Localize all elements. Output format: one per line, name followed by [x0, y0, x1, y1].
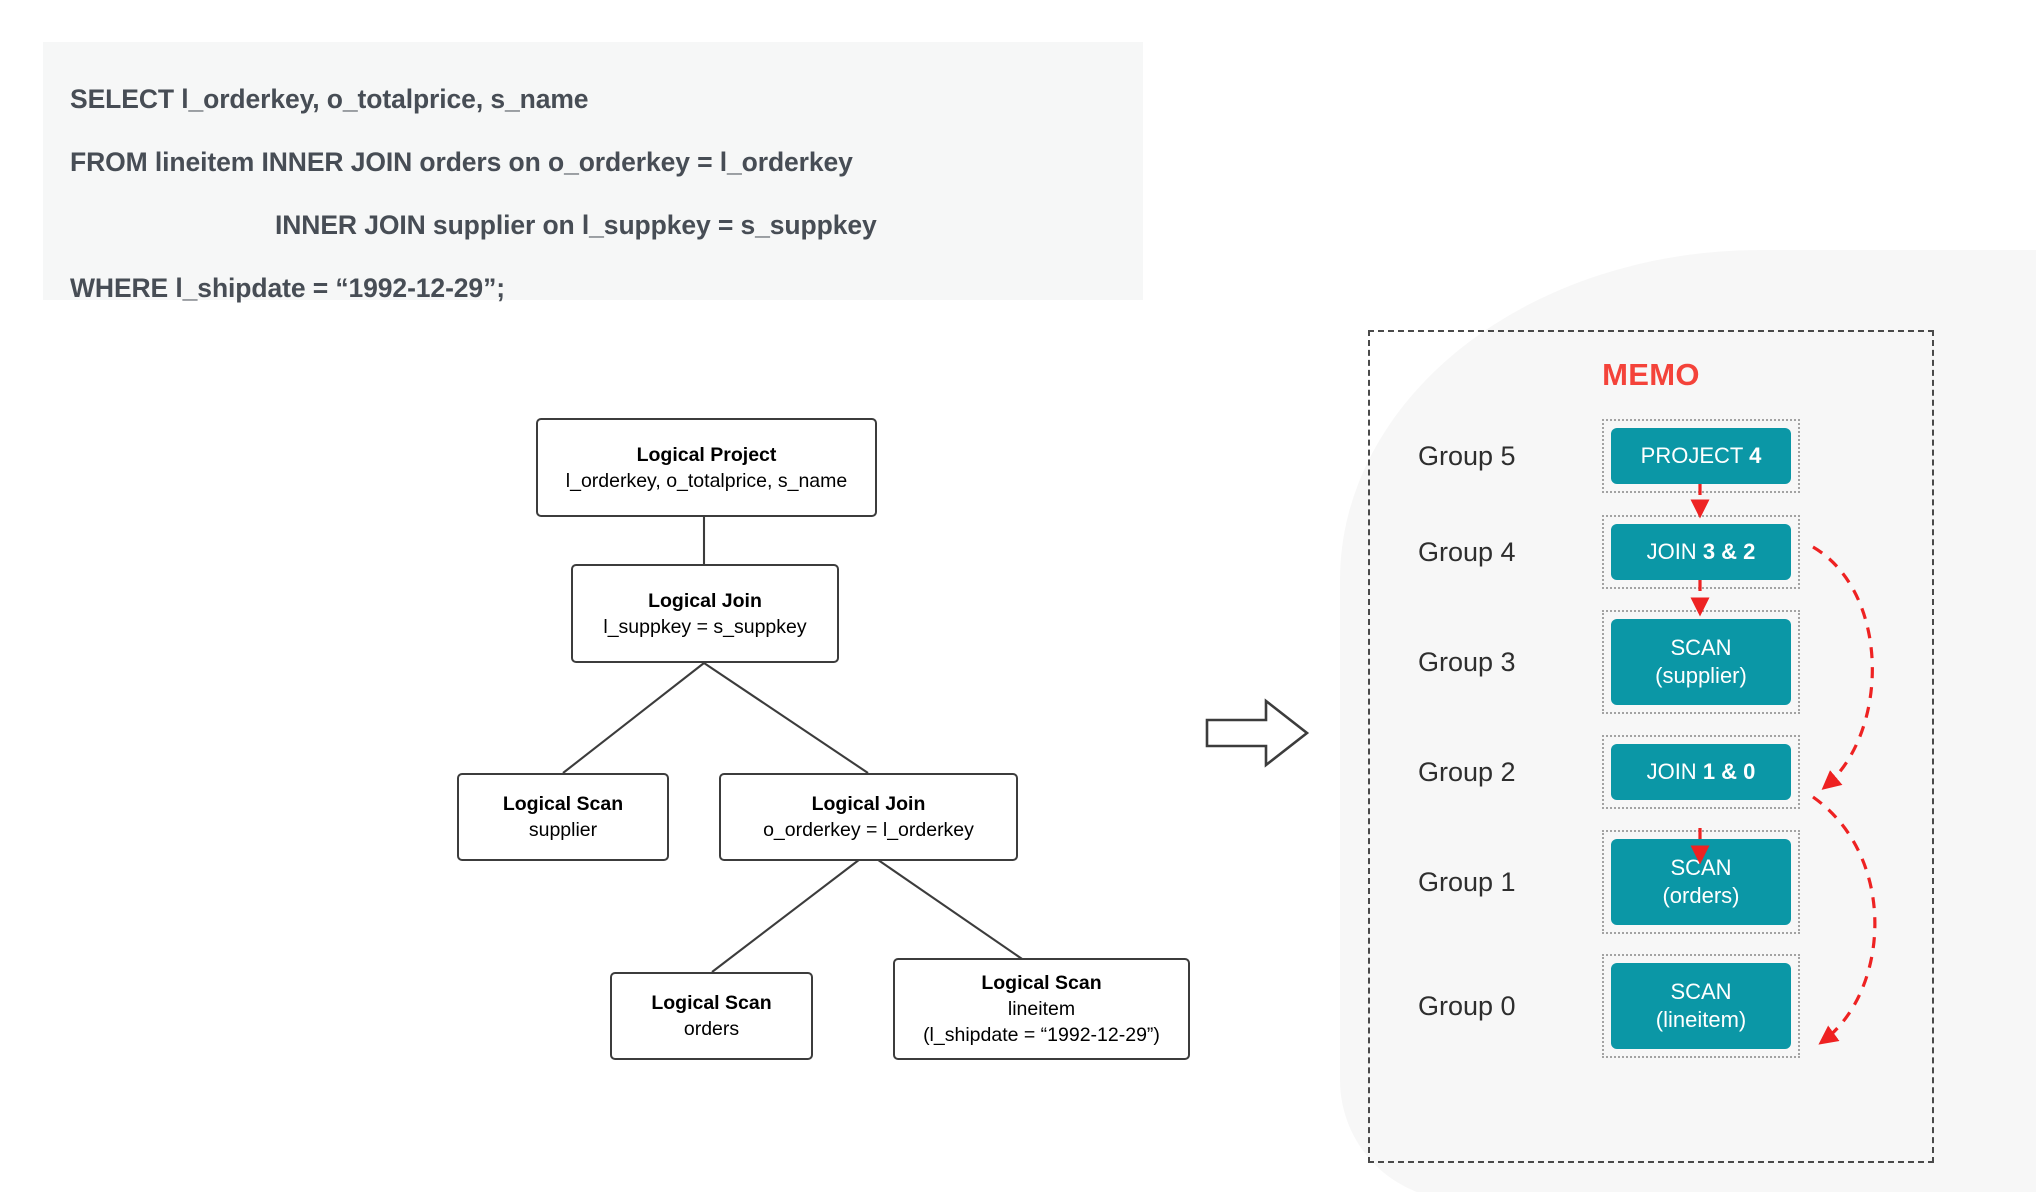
tree-node-logical-join-suppkey[interactable]: Logical Join l_suppkey = s_suppkey	[571, 564, 839, 663]
tree-node-logical-scan-lineitem[interactable]: Logical Scan lineitem (l_shipdate = “199…	[893, 958, 1190, 1060]
memo-slot[interactable]: SCAN (lineitem)	[1602, 954, 1800, 1058]
memo-expression-join-1-0[interactable]: JOIN 1 & 0	[1611, 744, 1791, 800]
memo-row-group-3: Group 3 SCAN (supplier)	[1370, 600, 1932, 724]
node-subtitle: l_suppkey = s_suppkey	[603, 615, 807, 638]
group-label: Group 5	[1418, 440, 1516, 471]
node-title: Logical Project	[636, 443, 777, 466]
rightwards-block-arrow-icon	[1205, 698, 1310, 768]
expr-detail: (lineitem)	[1655, 1007, 1747, 1032]
memo-slot[interactable]: SCAN (supplier)	[1602, 610, 1800, 714]
group-label: Group 1	[1418, 866, 1516, 897]
node-title: Logical Join	[648, 589, 762, 612]
tree-node-logical-scan-orders[interactable]: Logical Scan orders	[610, 972, 813, 1060]
expr-detail: (orders)	[1662, 883, 1740, 908]
sql-line-select: SELECT l_orderkey, o_totalprice, s_name	[70, 84, 589, 114]
memo-group-list: Group 5 PROJECT 4 Group 4 JOIN 3 & 2	[1370, 408, 1932, 1068]
sql-line-from: FROM lineitem INNER JOIN orders on o_ord…	[70, 147, 853, 177]
memo-expression-project[interactable]: PROJECT 4	[1611, 428, 1791, 484]
memo-row-group-5: Group 5 PROJECT 4	[1370, 408, 1932, 504]
node-subtitle: o_orderkey = l_orderkey	[763, 819, 974, 841]
expr-args: 4	[1749, 443, 1762, 468]
expr-op: JOIN	[1646, 759, 1697, 784]
tree-node-logical-join-orderkey[interactable]: Logical Join o_orderkey = l_orderkey	[719, 773, 1018, 861]
memo-expression-join-3-2[interactable]: JOIN 3 & 2	[1611, 524, 1791, 580]
tree-node-logical-scan-supplier[interactable]: Logical Scan supplier	[457, 773, 669, 861]
memo-row-group-1: Group 1 SCAN (orders)	[1370, 820, 1932, 944]
node-subtitle-predicate: (l_shipdate = “1992-12-29”)	[923, 1024, 1160, 1046]
memo-row-group-2: Group 2 JOIN 1 & 0	[1370, 724, 1932, 820]
memo-slot[interactable]: PROJECT 4	[1602, 419, 1800, 493]
memo-panel: MEMO Group 5 PROJECT 4 Group 4 JOIN 3 & …	[1368, 330, 1934, 1163]
expr-op: SCAN	[1670, 979, 1732, 1004]
group-label: Group 4	[1418, 536, 1516, 567]
memo-title: MEMO	[1602, 357, 1700, 392]
expr-op: JOIN	[1646, 539, 1697, 564]
node-title: Logical Scan	[981, 972, 1102, 994]
sql-query-block: SELECT l_orderkey, o_totalprice, s_name …	[43, 42, 1143, 303]
memo-expression-scan-lineitem[interactable]: SCAN (lineitem)	[1611, 963, 1791, 1049]
node-title: Logical Scan	[502, 793, 624, 815]
node-subtitle: lineitem	[1007, 998, 1076, 1020]
node-subtitle: supplier	[528, 819, 598, 841]
tree-edges	[562, 517, 1042, 973]
sql-line-inner-join: INNER JOIN supplier on l_suppkey = s_sup…	[275, 210, 877, 240]
node-title: Logical Scan	[651, 992, 772, 1014]
logical-plan-tree: Logical Project l_orderkey, o_totalprice…	[457, 418, 1190, 1060]
group-label: Group 0	[1418, 990, 1516, 1021]
memo-expression-scan-supplier[interactable]: SCAN (supplier)	[1611, 619, 1791, 705]
expr-op: SCAN	[1670, 855, 1732, 880]
sql-line-where: WHERE l_shipdate = “1992-12-29”;	[70, 273, 505, 303]
expr-args: 3 & 2	[1702, 539, 1756, 564]
group-label: Group 2	[1418, 756, 1516, 787]
memo-row-group-0: Group 0 SCAN (lineitem)	[1370, 944, 1932, 1068]
group-label: Group 3	[1418, 646, 1516, 677]
expr-op: SCAN	[1670, 635, 1732, 660]
memo-slot[interactable]: JOIN 1 & 0	[1602, 735, 1800, 809]
expr-op: PROJECT	[1640, 443, 1743, 468]
memo-row-group-4: Group 4 JOIN 3 & 2	[1370, 504, 1932, 600]
node-title: Logical Join	[811, 793, 926, 815]
tree-node-logical-project[interactable]: Logical Project l_orderkey, o_totalprice…	[536, 418, 877, 517]
node-subtitle: orders	[683, 1018, 740, 1040]
memo-expression-scan-orders[interactable]: SCAN (orders)	[1611, 839, 1791, 925]
memo-slot[interactable]: SCAN (orders)	[1602, 830, 1800, 934]
expr-args: 1 & 0	[1702, 759, 1756, 784]
memo-slot[interactable]: JOIN 3 & 2	[1602, 515, 1800, 589]
expr-detail: (supplier)	[1655, 663, 1747, 688]
node-subtitle: l_orderkey, o_totalprice, s_name	[565, 469, 848, 492]
